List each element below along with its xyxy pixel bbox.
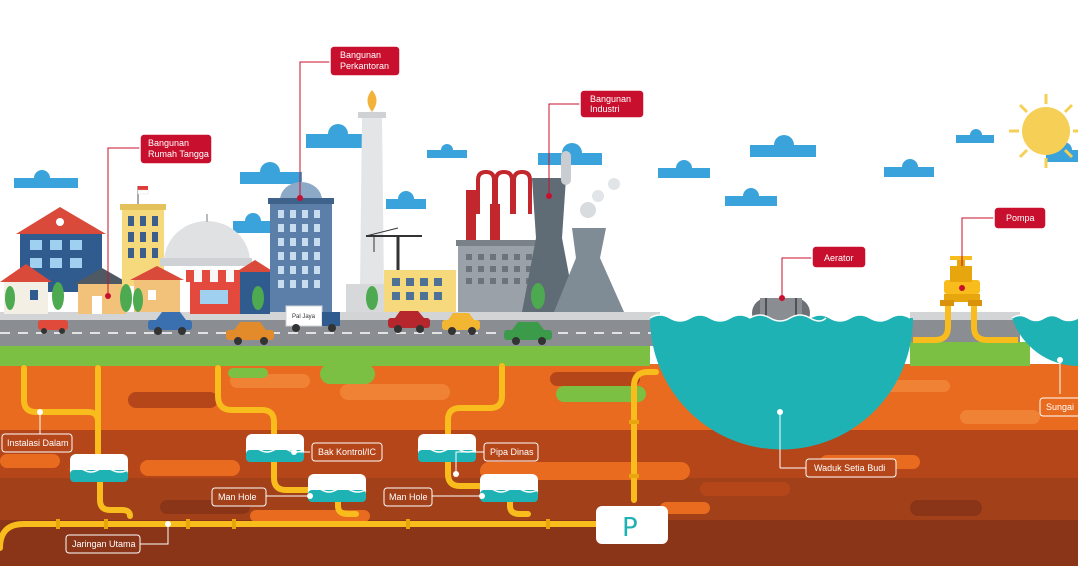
cloud (750, 135, 816, 157)
label-text: Waduk Setia Budi (814, 463, 885, 473)
leader-lines (39, 61, 1061, 545)
vehicles: Pal Jaya (38, 305, 552, 345)
label-text: Jaringan Utama (72, 539, 136, 549)
label-aerator: Aerator (811, 245, 867, 269)
label-text: Instalasi Dalam (7, 438, 69, 448)
label-text: Man Hole (218, 492, 257, 502)
cloud (240, 162, 302, 184)
label-text: Bangunan (148, 138, 189, 148)
sun (1009, 94, 1078, 168)
label-text: Sungai (1046, 402, 1074, 412)
city-buildings (0, 90, 624, 314)
cloud (427, 144, 467, 158)
car (148, 312, 192, 335)
car (388, 311, 430, 333)
label-jaringan-utama: Jaringan Utama (65, 534, 141, 554)
label-waduk: Waduk Setia Budi (805, 458, 897, 478)
truck-label: Pal Jaya (292, 314, 316, 320)
label-text: Rumah Tangga (148, 149, 209, 159)
cloud (725, 188, 777, 206)
pump-station-letter: P (622, 513, 638, 543)
cloud (386, 191, 426, 209)
label-man-hole-2: Man Hole (383, 487, 433, 507)
car (504, 322, 552, 345)
grass (0, 342, 1030, 402)
cloud (658, 160, 710, 178)
label-text: Pipa Dinas (490, 447, 534, 457)
river (1011, 314, 1078, 366)
leader-dots (37, 193, 1063, 527)
label-pompa: Pompa (993, 206, 1047, 230)
car (226, 322, 274, 345)
label-text: Bak Kontrol/IC (318, 447, 377, 457)
cloud (956, 129, 994, 143)
label-man-hole-1: Man Hole (211, 487, 267, 507)
label-text: Aerator (824, 253, 854, 263)
soil-layers (0, 364, 1078, 566)
label-text: Man Hole (389, 492, 428, 502)
label-pipa-dinas: Pipa Dinas (483, 442, 539, 462)
label-text: Perkantoran (340, 61, 389, 71)
label-text: Bangunan (340, 50, 381, 60)
pipes (0, 363, 659, 551)
cloud (306, 124, 372, 148)
pump-unit (913, 256, 1018, 343)
label-text: Pompa (1006, 213, 1035, 223)
label-instalasi-dalam: Instalasi Dalam (1, 433, 73, 453)
label-text: Bangunan (590, 94, 631, 104)
label-text: Industri (590, 104, 620, 114)
pipa-dinas-tank (417, 434, 477, 462)
manhole-center (307, 474, 367, 502)
cloud (14, 170, 78, 188)
truck: Pal Jaya (285, 305, 340, 332)
label-bangunan-industri: Bangunan Industri (579, 89, 645, 119)
car (38, 320, 68, 334)
aerator-unit (749, 298, 827, 330)
manhole-left (69, 454, 129, 482)
label-sungai: Sungai (1039, 397, 1078, 417)
pipe-joints (56, 420, 639, 529)
clouds (14, 124, 1078, 233)
bak-kontrol-tank (245, 434, 305, 462)
label-bangunan-perkantoran: Bangunan Perkantoran (329, 45, 401, 77)
label-bangunan-rumah-tangga: Bangunan Rumah Tangga (139, 133, 213, 165)
label-bak-kontrol: Bak Kontrol/IC (311, 442, 383, 462)
reservoir-water (650, 315, 913, 450)
manhole-right (479, 474, 539, 502)
cloud (233, 213, 275, 233)
manholes (69, 434, 539, 502)
pump-station: P (596, 506, 668, 544)
cloud (884, 159, 934, 177)
car (442, 313, 480, 335)
